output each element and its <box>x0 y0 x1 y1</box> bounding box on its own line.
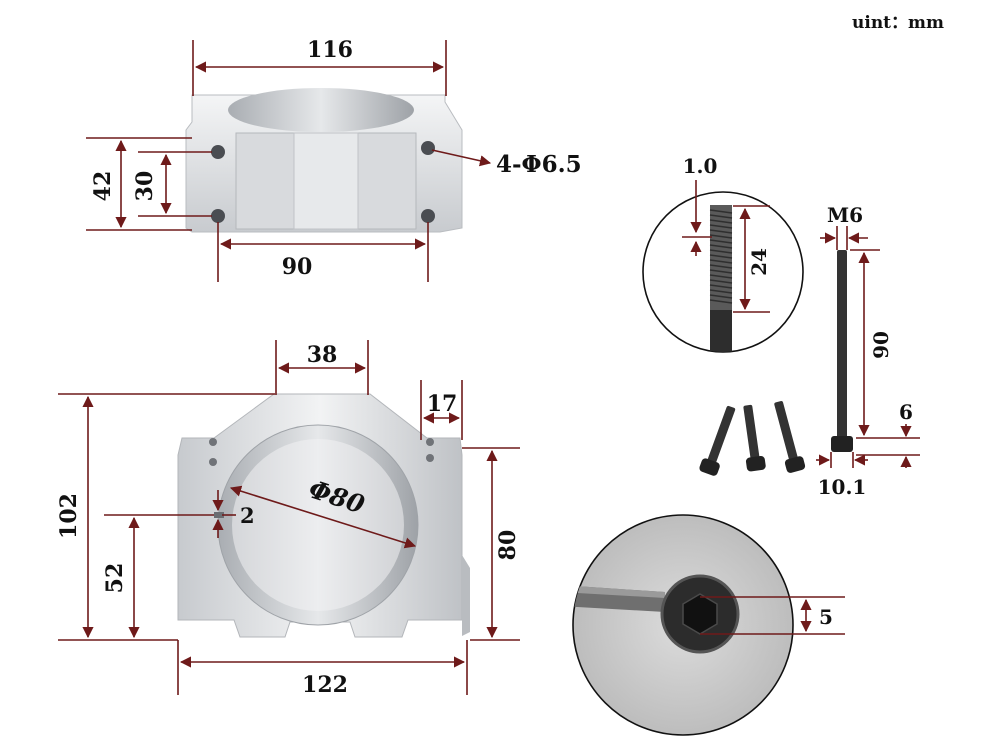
dim-screw-length-90: 90 <box>869 331 893 359</box>
hex-socket-detail-circle <box>572 514 845 736</box>
dim-head-height-6: 6 <box>899 400 913 424</box>
screw-long <box>831 250 853 452</box>
top-view-clamp <box>185 88 463 233</box>
dim-height-42: 42 <box>90 171 116 202</box>
dim-thread-size: M6 <box>827 203 863 227</box>
dim-holes-label: 4-Φ6.5 <box>496 151 582 178</box>
dim-hole-pitch-30: 30 <box>132 171 158 202</box>
dim-head-diameter: 10.1 <box>818 475 867 499</box>
front-view-dimensions <box>58 340 520 695</box>
dim-total-height-102: 102 <box>56 493 82 539</box>
unit-label: uint：mm <box>852 13 945 33</box>
top-view-dimensions <box>86 40 492 282</box>
dim-base-width-122: 122 <box>302 672 348 698</box>
dim-width-116: 116 <box>307 37 353 63</box>
thread-detail-circle <box>642 180 804 353</box>
front-view-clamp <box>177 393 470 638</box>
dim-top-flat-38: 38 <box>307 342 338 368</box>
dim-slot-2: 2 <box>240 503 255 528</box>
screw-dimensions <box>816 226 920 468</box>
dim-hole-pitch-90: 90 <box>282 254 313 280</box>
dim-hex-socket-5: 5 <box>819 605 833 629</box>
dim-thread-length-24: 24 <box>747 248 771 276</box>
dim-center-height-52: 52 <box>102 563 128 594</box>
dim-side-height-80: 80 <box>495 530 521 561</box>
dim-thread-pitch: 1.0 <box>683 154 718 178</box>
dim-side-step-17: 17 <box>427 391 458 417</box>
screw-group <box>699 401 806 476</box>
